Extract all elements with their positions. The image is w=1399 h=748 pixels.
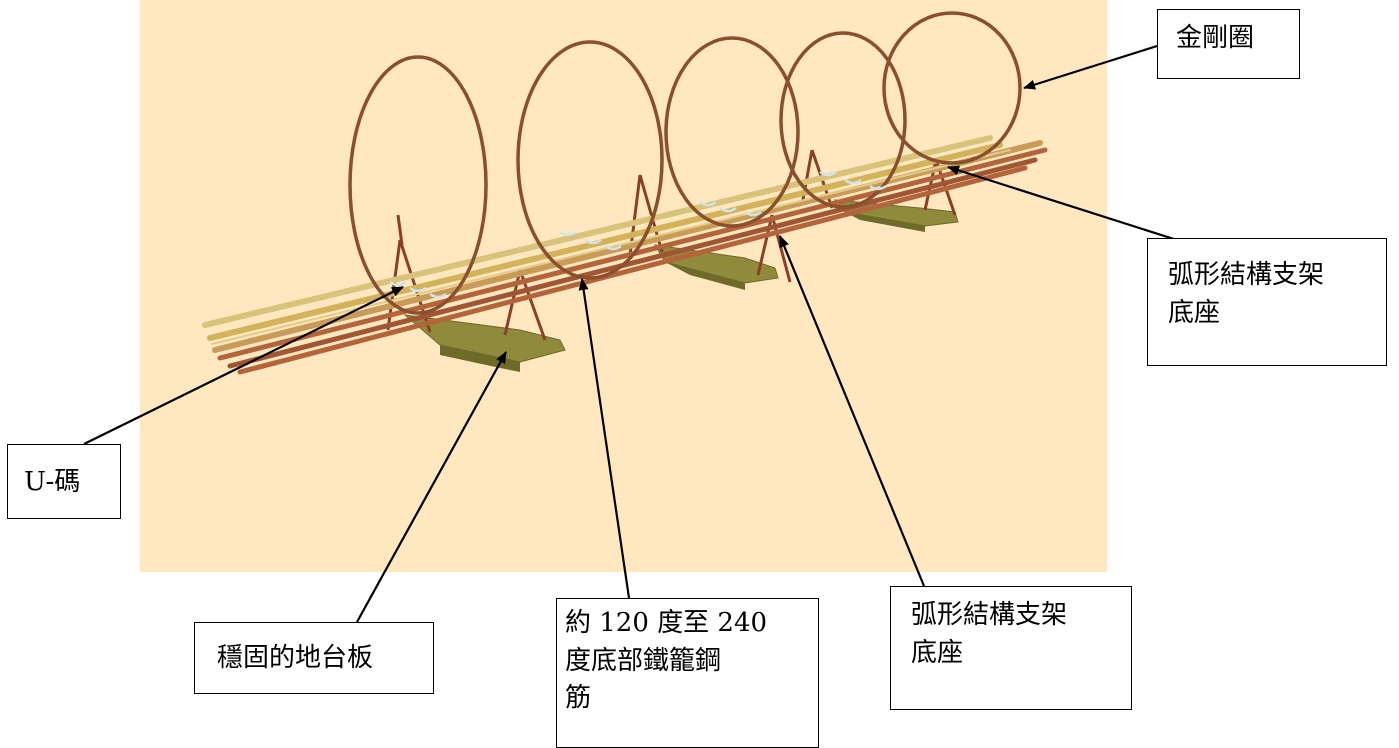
label-stable-base-plate-text: 穩固的地台板 — [217, 643, 374, 673]
label-jingang-ring: 金剛圈 — [1157, 9, 1300, 79]
illustration-background — [140, 0, 1107, 572]
arrow-hx-right — [947, 165, 1178, 242]
rebar-icon — [202, 135, 1048, 375]
arrow-plate — [356, 351, 507, 623]
label-u-clamp: U-碼 — [7, 444, 121, 519]
label-arc-bracket-base-right-text: 弧形結構支架 底座 — [1168, 260, 1325, 328]
label-stable-base-plate: 穩固的地台板 — [194, 622, 434, 694]
arrow-jingang — [1023, 44, 1158, 90]
u-clamp-icon — [389, 170, 887, 299]
label-arc-bracket-base-bottom: 弧形結構支架 底座 — [890, 586, 1132, 710]
label-u-clamp-text: U-碼 — [24, 467, 81, 497]
label-arc-bracket-base-right: 弧形結構支架 底座 — [1147, 238, 1387, 366]
arrow-u-clamp — [83, 286, 404, 445]
label-bottom-rebar-text: 約 120 度至 240 度底部鐵籠鋼 筋 — [565, 608, 768, 714]
label-bottom-rebar: 約 120 度至 240 度底部鐵籠鋼 筋 — [556, 598, 819, 748]
ring-icon — [348, 11, 1022, 315]
arrow-icon — [83, 44, 1178, 623]
arrow-rebar — [578, 278, 631, 599]
label-jingang-ring-text: 金剛圈 — [1176, 23, 1255, 53]
arrow-hx-bottom — [778, 235, 926, 587]
label-arc-bracket-base-bottom-text: 弧形結構支架 底座 — [911, 600, 1068, 668]
